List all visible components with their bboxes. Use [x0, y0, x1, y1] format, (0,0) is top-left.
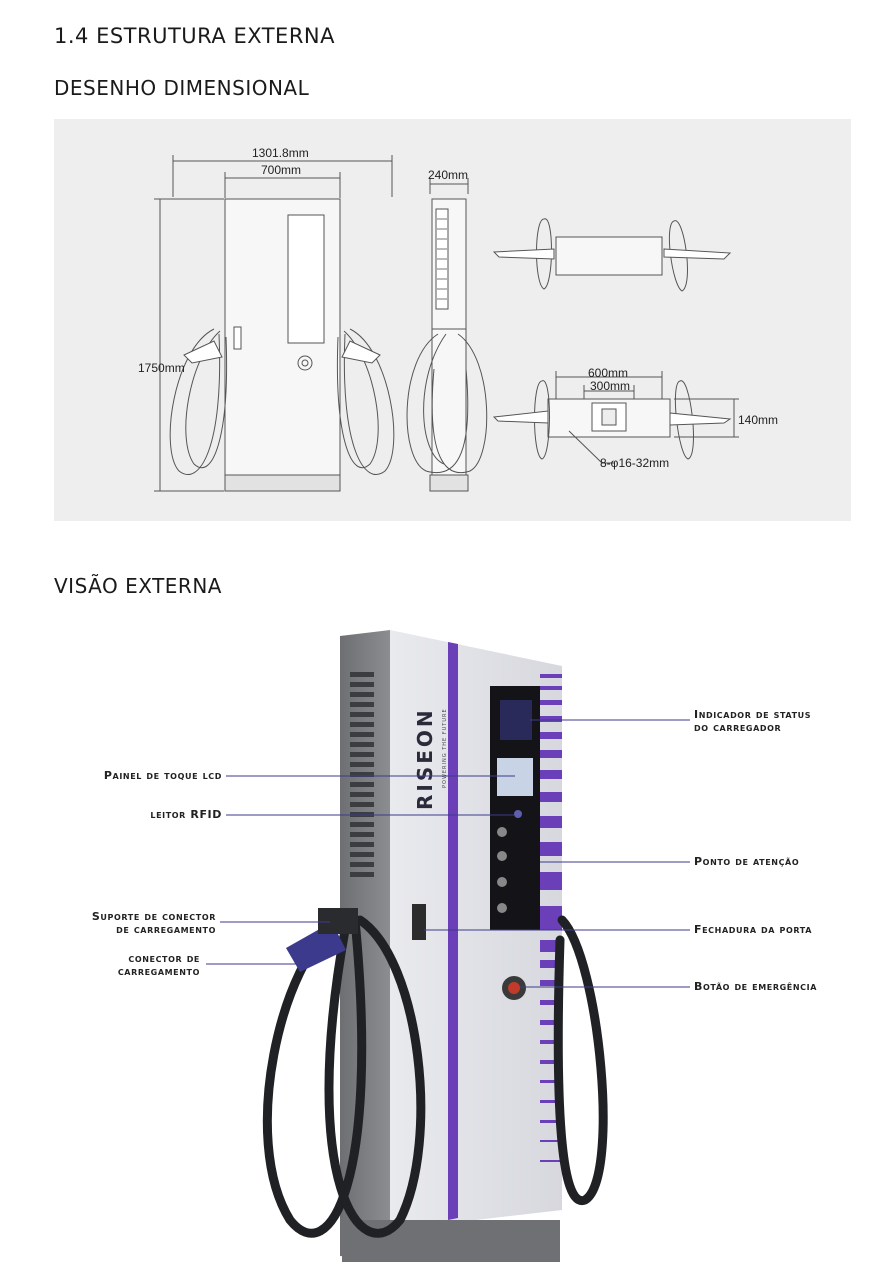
dimensional-drawing-title: DESENHO DIMENSIONAL [54, 76, 310, 100]
callout-connector-holder: Suporte de conector de carregamento [91, 910, 216, 936]
dim-base-140: 140mm [738, 413, 778, 427]
callout-emergency-button: Botão de emergência [694, 980, 817, 993]
connector-holder [318, 908, 358, 934]
lcd-touch-screen[interactable] [497, 758, 533, 796]
accent-stripe [448, 642, 458, 1220]
door-lock[interactable] [412, 904, 426, 940]
callout-status-indicator: Indicador de status do carregador [694, 708, 812, 734]
rfid-reader[interactable] [514, 810, 522, 818]
section-title: 1.4 ESTRUTURA EXTERNA [54, 24, 335, 48]
charging-connector[interactable] [286, 922, 346, 972]
callout-door-lock: Fechadura da porta [694, 923, 813, 936]
dim-base-600: 600mm [588, 366, 628, 380]
dim-body-width: 700mm [261, 163, 301, 177]
callout-attention-point: Ponto de atenção [694, 855, 800, 868]
callout-rfid-reader: leitor RFID [150, 808, 222, 821]
callout-charging-connector: conector de carregamento [117, 952, 200, 978]
external-view-title: VISÃO EXTERNA [54, 574, 222, 598]
dim-holes: 8-φ16-32mm [600, 456, 669, 470]
brand-logo: RISEON [413, 707, 437, 810]
left-cable [262, 915, 367, 1238]
dim-depth: 240mm [428, 168, 468, 182]
right-cable [553, 915, 608, 1206]
dimensional-drawing: 1301.8mm 700mm 240mm 1750mm 600mm 300mm … [54, 119, 851, 521]
dim-base-300: 300mm [590, 379, 630, 393]
external-view: RISEON POWERING THE FUTURE Indicador de … [0, 620, 892, 1280]
charger-side-panel [340, 630, 390, 1260]
brand-tagline: POWERING THE FUTURE [442, 708, 448, 788]
charger-base [342, 1220, 560, 1262]
status-indicator [500, 700, 532, 740]
dim-height: 1750mm [138, 361, 185, 375]
dim-total-width: 1301.8mm [252, 146, 309, 160]
callout-lcd-panel: Painel de toque lcd [103, 769, 222, 782]
